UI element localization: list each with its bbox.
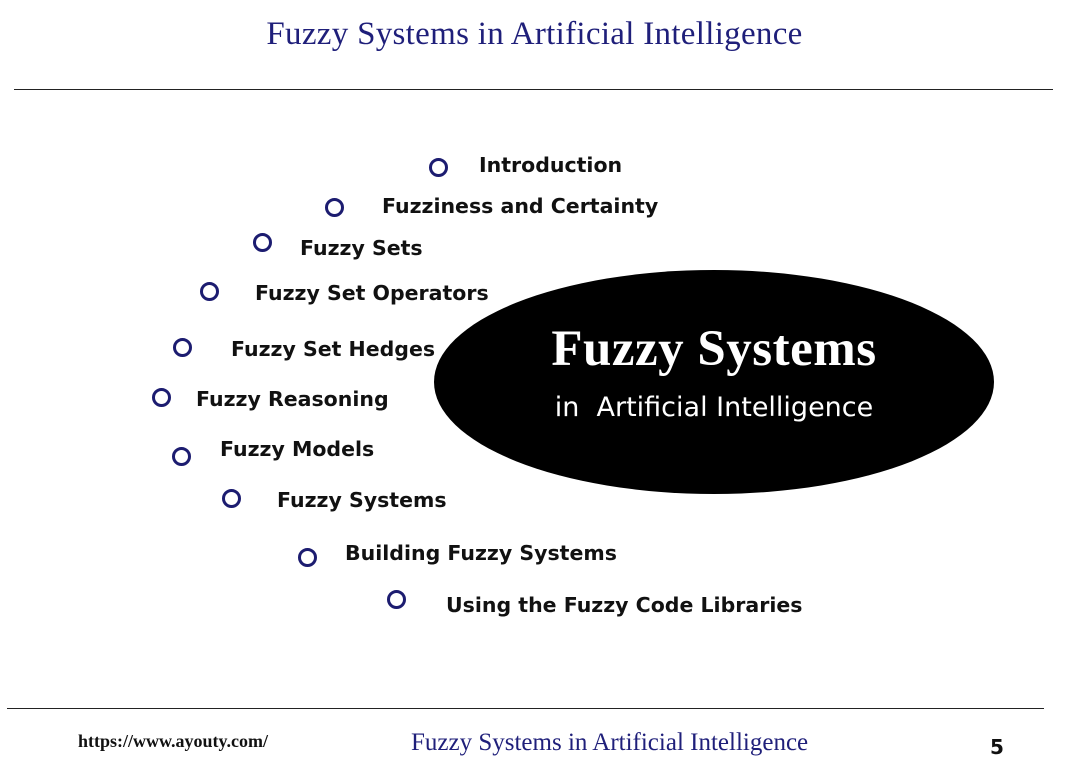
footer-url[interactable]: https://www.ayouty.com/ xyxy=(78,731,269,751)
circle-outline-icon xyxy=(152,388,171,407)
topic-item: Fuzzy Systems xyxy=(277,488,447,512)
topic-item: Introduction xyxy=(479,153,623,177)
slide-title: Fuzzy Systems in Artificial Intelligence xyxy=(266,16,803,52)
topic-item: Using the Fuzzy Code Libraries xyxy=(446,593,803,617)
circle-outline-icon xyxy=(325,198,344,217)
circle-outline-icon xyxy=(173,338,192,357)
page-number: 5 xyxy=(990,735,1004,759)
circle-outline-icon xyxy=(387,590,406,609)
circle-outline-icon xyxy=(200,282,219,301)
topic-item: Fuzzy Set Hedges xyxy=(231,337,436,361)
circle-outline-icon xyxy=(429,158,448,177)
circle-outline-icon xyxy=(253,233,272,252)
circle-outline-icon xyxy=(298,548,317,567)
highlight-title: Fuzzy Systems xyxy=(551,321,877,377)
highlight-ellipse xyxy=(434,270,994,494)
topic-item: Building Fuzzy Systems xyxy=(345,541,617,565)
topic-item: Fuzzy Set Operators xyxy=(255,281,489,305)
circle-outline-icon xyxy=(222,489,241,508)
bottom-divider xyxy=(7,708,1044,709)
footer-title: Fuzzy Systems in Artificial Intelligence xyxy=(411,729,809,756)
topic-item: Fuzzy Models xyxy=(220,437,375,461)
circle-outline-icon xyxy=(172,447,191,466)
highlight-subtitle: in Artificial Intelligence xyxy=(554,392,874,423)
topic-item: Fuzzy Sets xyxy=(300,236,423,260)
topic-item: Fuzziness and Certainty xyxy=(382,194,659,218)
topic-item: Fuzzy Reasoning xyxy=(196,387,389,411)
top-divider xyxy=(14,89,1053,90)
